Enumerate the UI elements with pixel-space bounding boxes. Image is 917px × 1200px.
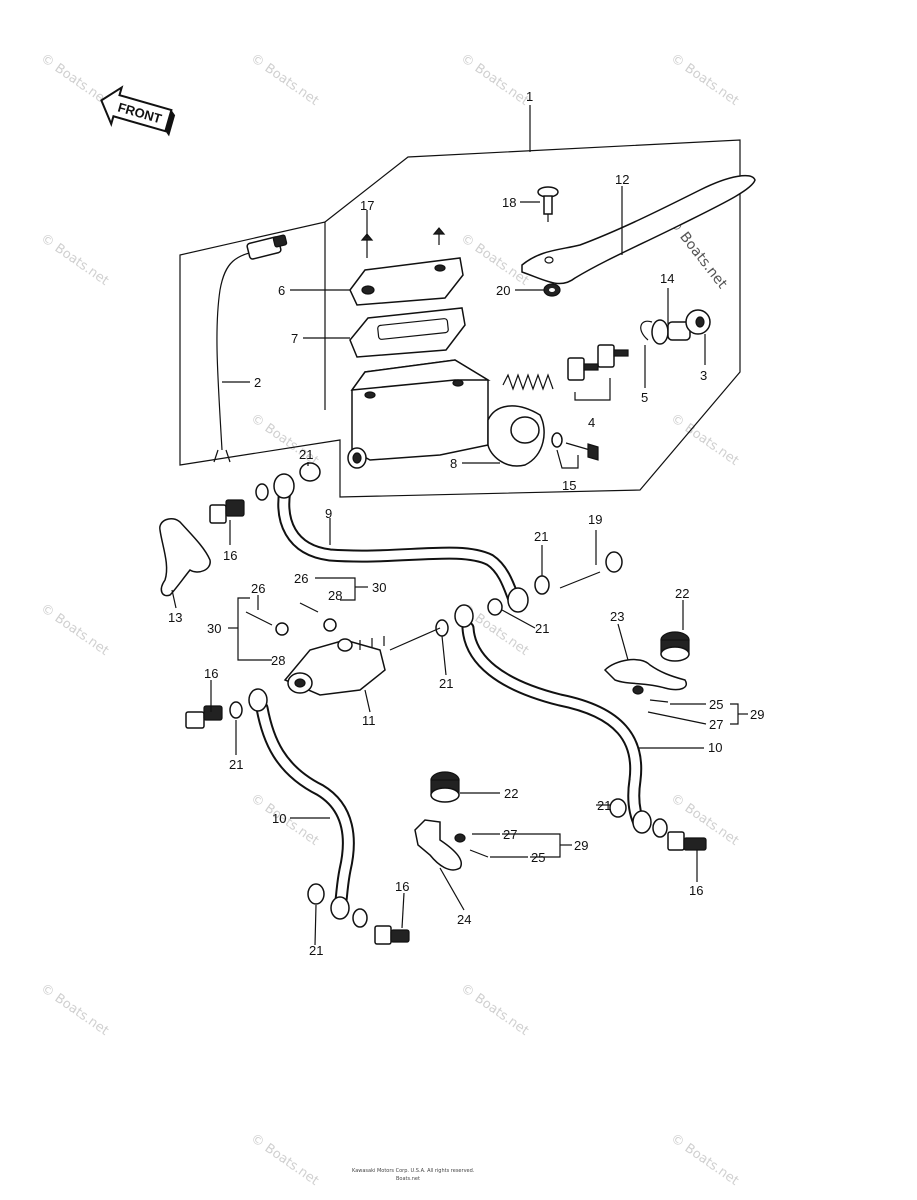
watermark: © Boats.net — [458, 981, 532, 1039]
reservoir-cap — [349, 257, 464, 306]
callout-number: 20 — [496, 283, 510, 298]
callout-number: 14 — [660, 271, 674, 286]
callout-number: 30 — [207, 621, 221, 636]
pivot-nut — [543, 283, 561, 297]
callout-number: 23 — [610, 609, 624, 624]
callout-number: 24 — [457, 912, 471, 927]
callout-number: 16 — [223, 548, 237, 563]
leader-lines — [171, 186, 748, 946]
watermark: © Boats.net — [38, 601, 112, 659]
callout-number: 1 — [526, 89, 533, 104]
copyright-footer: Kawasaki Motors Corp. U.S.A. All rights … — [352, 1168, 475, 1182]
callout-number: 22 — [675, 586, 689, 601]
callout-number: 29 — [750, 707, 764, 722]
brake-hose-right — [454, 604, 652, 834]
watermark: © Boats.net — [668, 411, 742, 469]
callout-number: 25 — [531, 850, 545, 865]
circlip-boot — [640, 309, 711, 345]
brake-hose-upper — [273, 473, 529, 613]
callout-number: 28 — [271, 653, 285, 668]
watermark: © Boats.net — [668, 1131, 742, 1189]
watermark: © Boats.net — [38, 231, 112, 289]
callout-number: 7 — [291, 331, 298, 346]
callout-number: 5 — [641, 390, 648, 405]
callout-number: 15 — [562, 478, 576, 493]
callout-number: 2 — [254, 375, 261, 390]
diaphragm — [349, 307, 466, 358]
hose-bracket-upper — [603, 658, 687, 703]
callout-number: 10 — [708, 740, 722, 755]
callouts: 1 2 3 4 5 6 7 8 9 10 10 11 12 13 14 15 1… — [168, 89, 764, 958]
callout-number: 21 — [439, 676, 453, 691]
piston-assembly — [502, 344, 629, 401]
copper-washers — [229, 462, 668, 928]
callout-number: 26 — [251, 581, 265, 596]
callout-number: 16 — [689, 883, 703, 898]
brake-lever — [521, 174, 756, 285]
callout-number: 26 — [294, 571, 308, 586]
screws — [360, 227, 446, 258]
callout-number: 17 — [360, 198, 374, 213]
watermark: © Boats.net — [248, 1131, 322, 1189]
callout-number: 4 — [588, 415, 595, 430]
callout-number: 6 — [278, 283, 285, 298]
callout-number: 11 — [362, 713, 376, 728]
callout-number: 29 — [574, 838, 588, 853]
master-cylinder-body — [347, 359, 545, 469]
callout-number: 21 — [299, 447, 313, 462]
callout-number: 19 — [588, 512, 602, 527]
banjo-bolt — [185, 483, 707, 945]
bleeder-bolt — [559, 551, 623, 589]
callout-number: 10 — [272, 811, 286, 826]
brake-hose-left — [248, 688, 355, 920]
callout-number: 21 — [229, 757, 243, 772]
callout-number: 21 — [535, 621, 549, 636]
callout-number: 30 — [372, 580, 386, 595]
hose-bracket-lower — [414, 819, 489, 871]
callout-number: 16 — [204, 666, 218, 681]
callout-number: 9 — [325, 506, 332, 521]
master-cylinder-assembly-outline — [179, 105, 741, 498]
callout-number: 21 — [534, 529, 548, 544]
callout-number: 28 — [328, 588, 342, 603]
brake-light-switch — [213, 234, 288, 463]
callout-number: 13 — [168, 610, 182, 625]
grommets — [430, 631, 690, 803]
front-arrow: FRONT — [100, 85, 176, 137]
copyright-text: Boats.net — [396, 1176, 420, 1182]
callout-number: 12 — [615, 172, 629, 187]
callout-number: 3 — [700, 368, 707, 383]
dust-cap — [159, 518, 211, 597]
pivot-bolt — [537, 186, 559, 222]
callout-number: 21 — [597, 798, 611, 813]
callout-number: 21 — [309, 943, 323, 958]
watermark: © Boats.net — [458, 231, 532, 289]
mounting-bolt — [551, 432, 599, 469]
watermark: © Boats.net — [38, 981, 112, 1039]
callout-number: 27 — [503, 827, 517, 842]
callout-number: 18 — [502, 195, 516, 210]
callout-number: 25 — [709, 697, 723, 712]
callout-number: 27 — [709, 717, 723, 732]
callout-number: 8 — [450, 456, 457, 471]
watermark: © Boats.net — [668, 51, 742, 109]
three-way-joint — [283, 627, 441, 696]
callout-number: 16 — [395, 879, 409, 894]
copyright-text: Kawasaki Motors Corp. U.S.A. All rights … — [352, 1168, 475, 1174]
watermark: © Boats.net — [458, 51, 532, 109]
joint-bolts — [245, 602, 337, 636]
watermark: © Boats.net — [248, 51, 322, 109]
callout-number: 22 — [504, 786, 518, 801]
